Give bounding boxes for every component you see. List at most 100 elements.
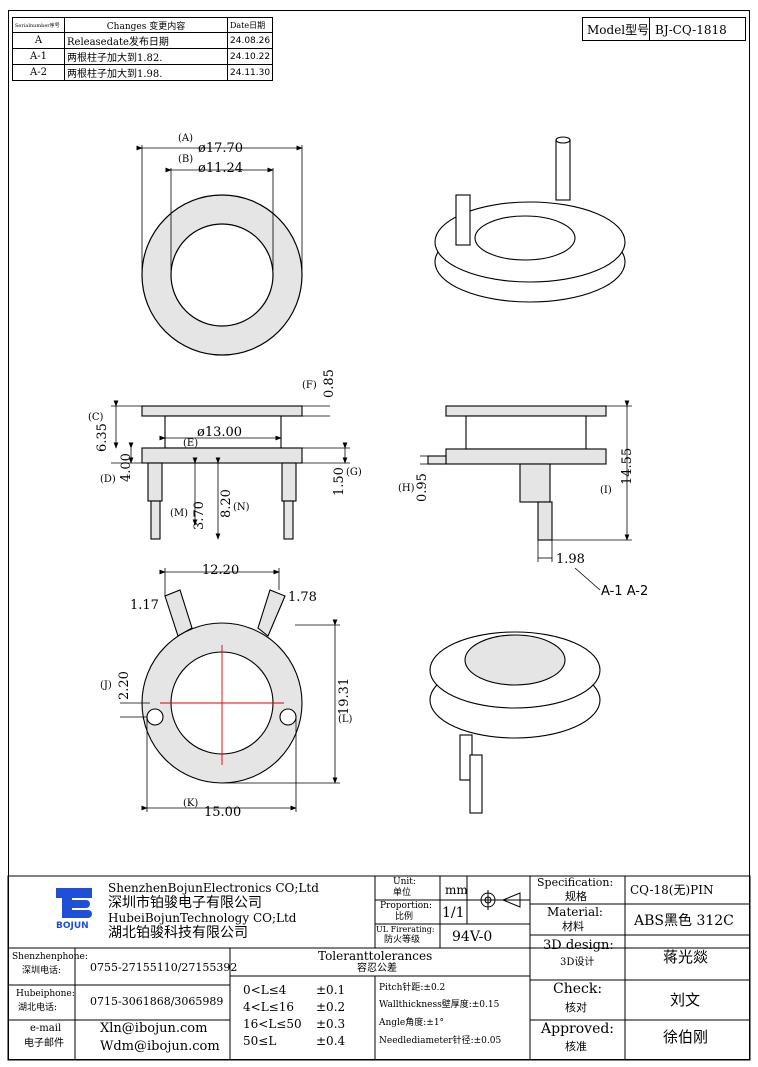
dim-n-value: 8.20 — [219, 489, 234, 518]
unit-value: mm — [445, 883, 468, 897]
company2-name-en: HubeiBojunTechnology CO;Ltd — [108, 911, 297, 925]
isometric-bottom-view — [429, 631, 601, 814]
dim-i-value: 14.55 — [620, 448, 635, 485]
bottom-view-dims — [120, 568, 340, 812]
spec-label-cn: 规格 — [565, 890, 587, 903]
rev-row-serial: A-2 — [12, 64, 65, 81]
proportion-label: Proportion: — [380, 901, 433, 911]
email-primary[interactable]: Xln@ibojun.com — [100, 1021, 208, 1036]
dim-a-tag: (A) — [178, 133, 193, 144]
contact-hb-label-cn: 湖北电话: — [18, 1003, 58, 1013]
email-secondary[interactable]: Wdm@ibojun.com — [100, 1039, 220, 1054]
company2-name-cn: 湖北铂骏科技有限公司 — [108, 925, 248, 941]
dim-g-value: 1.50 — [332, 467, 347, 496]
tolerance-range: 0<L≤4 — [243, 983, 287, 997]
material-value: ABS黑色 312C — [634, 913, 734, 929]
design-label: 3D design: — [543, 938, 614, 953]
dim-n-tag: (N) — [233, 502, 250, 513]
dim-i-tag: (I) — [600, 485, 612, 496]
dim-b-value: ø11.24 — [198, 161, 243, 176]
tolerance-note: Needlediameter针径:±0.05 — [379, 1036, 502, 1046]
dim-e-tag: (E) — [183, 438, 198, 449]
dim-h-tag: (H) — [398, 483, 415, 494]
dim-f-tag: (F) — [302, 380, 317, 391]
design-value: 蒋光燚 — [663, 948, 709, 966]
firerating-value: 94V-0 — [452, 929, 493, 945]
tolerance-range: 4<L≤16 — [243, 1000, 294, 1014]
contact-hb-label: Hubeiphone: — [16, 989, 75, 999]
dim-g-tag: (G) — [346, 467, 362, 478]
tolerance-value: ±0.1 — [316, 983, 346, 997]
dim-k-tag: (K) — [183, 798, 198, 809]
logo-text: BOJUN — [56, 921, 89, 931]
approved-label: Approved: — [541, 1021, 615, 1037]
spec-value: CQ-18(无)PIN — [630, 883, 714, 897]
tolerance-value: ±0.3 — [316, 1017, 346, 1031]
proportion-value: 1/1 — [442, 905, 465, 921]
dim-j-tag: (J) — [100, 680, 112, 691]
side-view — [427, 405, 607, 541]
rev-note: A-1 A-2 — [601, 584, 648, 599]
dim-j-value: 2.20 — [117, 671, 132, 700]
unit-label-cn: 单位 — [393, 888, 412, 898]
company-logo: BOJUN — [56, 888, 96, 936]
rev-row-change: 两根柱子加大到1.98. — [64, 64, 228, 81]
contact-email-label: e-mail — [30, 1023, 62, 1034]
dim-h-value: 0.95 — [415, 473, 430, 502]
dim-c-tag: (C) — [88, 412, 104, 423]
firerating-label: UL Firerating: — [376, 925, 435, 934]
front-view-dims — [111, 400, 350, 540]
top-view-dims — [136, 145, 303, 270]
top-view — [141, 194, 303, 356]
check-label: Check: — [553, 981, 603, 997]
approved-label-cn: 核准 — [565, 1040, 587, 1053]
dim-f-value: 0.85 — [322, 369, 337, 398]
material-label: Material: — [547, 905, 603, 919]
tolerance-note: Angle角度:±1° — [379, 1018, 445, 1028]
dim-l-tag: (L) — [338, 714, 353, 725]
company-name-en: ShenzhenBojunElectronics CO;Ltd — [108, 881, 319, 895]
dim-b-tag: (B) — [178, 154, 193, 165]
isometric-top-view — [434, 136, 626, 303]
firerating-label-cn: 防火等级 — [384, 935, 421, 945]
dim-m-tag: (M) — [170, 508, 188, 519]
dim-1220-value: 12.20 — [202, 563, 239, 578]
dim-a-value: ø17.70 — [198, 141, 243, 156]
approved-value: 徐伯刚 — [663, 1028, 709, 1046]
proportion-label-cn: 比例 — [395, 912, 414, 922]
dim-m-value: 3.70 — [192, 501, 207, 530]
material-label-cn: 材料 — [562, 920, 584, 933]
model-box: Model型号 BJ-CQ-1818 — [582, 17, 746, 41]
dim-e-value: ø13.00 — [197, 425, 242, 440]
dim-d-value: 4.00 — [119, 453, 134, 482]
model-value: BJ-CQ-1818 — [655, 23, 727, 37]
revision-table: Serialnumber序号 Changes 变更内容 Date日期 A Rel… — [12, 17, 274, 81]
tolerance-note: Wallthickness壁厚度:±0.15 — [379, 1000, 500, 1010]
dim-k-value: 15.00 — [204, 805, 241, 820]
unit-label: Unit: — [393, 877, 416, 887]
contact-sz-value: 0755-27155110/27155392 — [90, 961, 238, 974]
dim-117-value: 1.17 — [130, 598, 159, 613]
contact-sz-label: Shenzhenphone: — [12, 952, 88, 962]
contact-hb-value: 0715-3061868/3065989 — [90, 995, 224, 1008]
front-view — [141, 405, 303, 540]
tolerance-value: ±0.2 — [316, 1000, 346, 1014]
model-label: Model型号 — [587, 23, 650, 37]
design-label-cn: 3D设计 — [560, 957, 595, 968]
dim-pin-value: 1.98 — [556, 552, 585, 567]
tolerance-value: ±0.4 — [316, 1034, 346, 1048]
dim-l-value: 19.31 — [337, 678, 352, 715]
tolerance-range: 16<L≤50 — [243, 1017, 302, 1031]
contact-email-label-cn: 电子邮件 — [24, 1038, 64, 1049]
side-view-dims — [420, 400, 632, 591]
tolerance-note: Pitch针距:±0.2 — [379, 983, 446, 993]
tolerance-range: 50≤L — [243, 1034, 277, 1048]
check-value: 刘文 — [670, 991, 701, 1009]
rev-row-date: 24.11.30 — [226, 64, 274, 81]
company-name-cn: 深圳市铂骏电子有限公司 — [108, 895, 262, 911]
contact-sz-label-cn: 深圳电话: — [22, 966, 62, 976]
centerlines — [160, 645, 284, 765]
tolerance-title-cn: 容忍公差 — [357, 963, 397, 974]
dim-178-value: 1.78 — [288, 590, 317, 605]
